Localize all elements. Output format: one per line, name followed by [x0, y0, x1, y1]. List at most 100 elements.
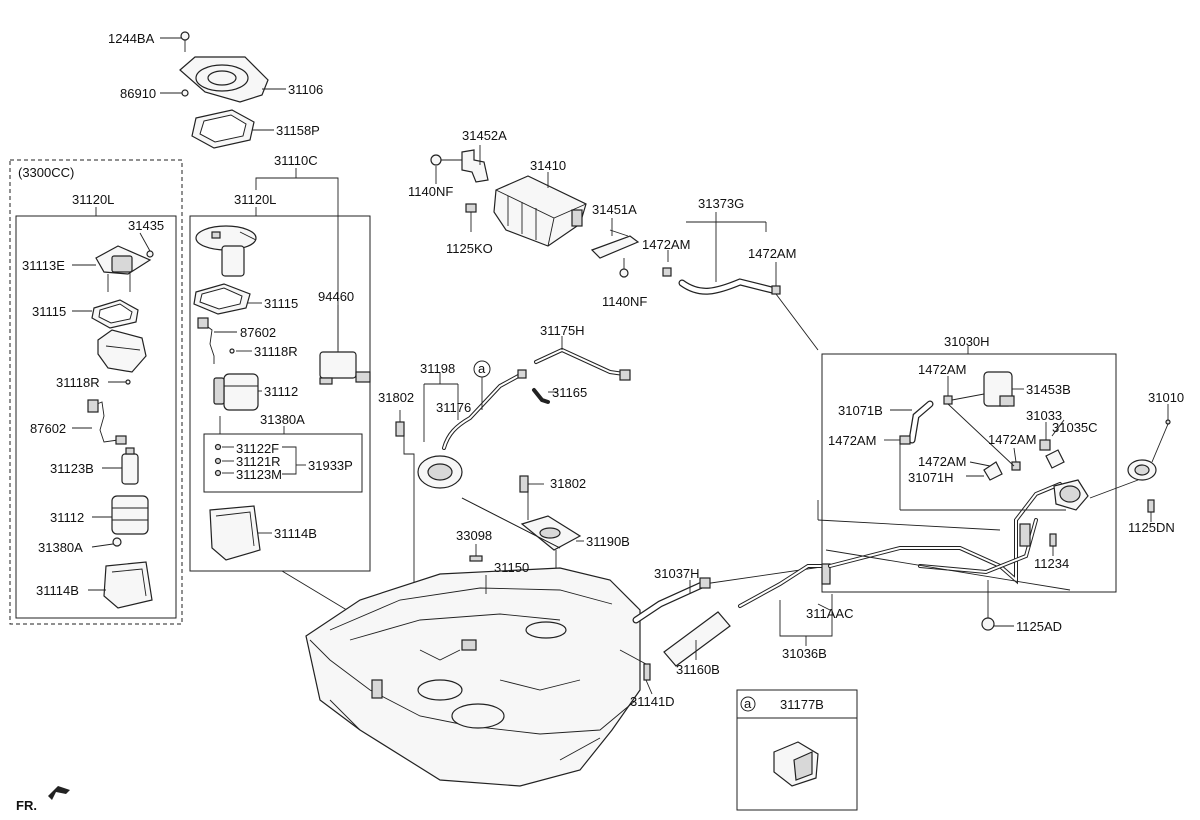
reservoir-top-left-illustration — [97, 329, 147, 385]
label-94460: 94460 — [318, 289, 354, 304]
label-1472am-d: 1472AM — [828, 433, 876, 448]
inset-a-frame — [736, 689, 858, 811]
o-ring-mid-illustration — [193, 283, 251, 315]
label-31435: 31435 — [128, 218, 164, 233]
canister-bracket-31451a-illustration — [590, 229, 640, 259]
label-31035c: 31035C — [1052, 420, 1098, 435]
label-31110c: 31110C — [274, 153, 318, 168]
screw-1125dn — [1147, 499, 1155, 513]
label-31198: 31198 — [420, 361, 455, 376]
label-86910: 86910 — [120, 86, 156, 101]
label-inset-a-letter: a — [744, 696, 752, 711]
label-31030h: 31030H — [944, 334, 990, 349]
screw-11234 — [1049, 533, 1057, 547]
label-1125dn: 1125DN — [1128, 520, 1175, 535]
label-31037h: 31037H — [654, 566, 700, 581]
label-31158p: 31158P — [276, 123, 320, 138]
label-1472am-c: 1472AM — [918, 362, 966, 377]
label-callout-a: a — [478, 361, 486, 376]
pump-left-illustration — [111, 495, 149, 547]
label-1125ko: 1125KO — [446, 241, 493, 256]
label-31176: 31176 — [436, 400, 471, 415]
filler-tube-31160b-illustration — [663, 611, 731, 667]
bolt-31802-b — [519, 475, 529, 493]
valve-31453b-illustration — [983, 371, 1015, 407]
label-31380a-mid: 31380A — [260, 412, 305, 427]
group-31030h-frame — [821, 353, 1117, 593]
hose-31141d — [643, 663, 651, 681]
label-1140nf-bottom: 1140NF — [602, 294, 647, 309]
fuel-tank-31150-illustration — [305, 567, 641, 787]
label-31177b: 31177B — [780, 697, 824, 712]
strainer-left-illustration — [103, 561, 153, 609]
part-labels: 1244BA 86910 31106 31158P 31110C (3300CC… — [16, 31, 1184, 813]
label-31114b-mid: 31114B — [274, 526, 317, 541]
label-11234: 11234 — [1034, 556, 1069, 571]
label-31190b: 31190B — [586, 534, 630, 549]
label-31033: 31033 — [1026, 408, 1062, 423]
label-31121r: 31121R — [236, 454, 281, 469]
label-31802-b: 31802 — [550, 476, 586, 491]
label-31114b-left: 31114B — [36, 583, 79, 598]
small-parts-31380a-illustration — [214, 443, 222, 477]
label-31112-left: 31112 — [50, 510, 84, 525]
fuel-cap-31010-illustration — [1127, 459, 1157, 481]
label-31451a: 31451A — [592, 202, 637, 217]
label-31115-mid: 31115 — [264, 296, 298, 311]
label-31112-mid: 31112 — [264, 384, 298, 399]
group-31120l-mid-frame — [189, 215, 371, 572]
label-31118r-left: 31118R — [56, 375, 100, 390]
wiring-mid-illustration — [197, 317, 235, 364]
o-ring-left-illustration — [91, 299, 139, 329]
label-1125ad: 1125AD — [1016, 619, 1062, 634]
clamp-1472am-b — [771, 285, 781, 295]
label-31120l-left: 31120L — [72, 192, 114, 207]
vent-tube-31175h — [534, 347, 626, 376]
label-31453b: 31453B — [1026, 382, 1071, 397]
label-1244ba: 1244BA — [108, 31, 155, 46]
clip-31177b-illustration — [773, 741, 819, 787]
label-31373g: 31373G — [698, 196, 744, 211]
label-1140nf-top: 1140NF — [408, 184, 453, 199]
label-31123b: 31123B — [50, 461, 94, 476]
label-87602-left: 87602 — [30, 421, 66, 436]
inset-a-marker — [740, 696, 756, 712]
label-87602-mid: 87602 — [240, 325, 276, 340]
label-31165: 31165 — [552, 385, 587, 400]
label-31120l-mid: 31120L — [234, 192, 276, 207]
group-31380a-frame — [203, 433, 363, 493]
clip-33098 — [469, 555, 483, 562]
sender-left-illustration — [121, 447, 139, 485]
label-31106: 31106 — [288, 82, 323, 97]
filter-flange-31176-illustration — [417, 455, 463, 489]
group-3300cc-frame — [9, 159, 183, 625]
filler-neck-illustration — [1019, 479, 1089, 547]
pump-mid-illustration — [213, 373, 259, 411]
label-31802-a: 31802 — [378, 390, 414, 405]
plate-31190b-illustration — [520, 515, 582, 551]
label-3300cc: (3300CC) — [18, 165, 74, 180]
pump-flange-left-illustration — [95, 245, 154, 292]
bolt-1125ko-illustration — [465, 203, 477, 232]
label-31123m: 31123M — [236, 467, 282, 482]
label-33098: 33098 — [456, 528, 492, 543]
label-31113e: 31113E — [22, 258, 65, 273]
label-31141d: 31141D — [630, 694, 675, 709]
pump-flange-mid-illustration — [195, 225, 257, 277]
label-31175h: 31175H — [540, 323, 585, 338]
front-arrow-icon — [48, 786, 70, 800]
bolt-1125ad — [981, 617, 995, 631]
label-31160b: 31160B — [676, 662, 720, 677]
label-31122f: 31122F — [236, 441, 279, 456]
label-31071b: 31071B — [838, 403, 883, 418]
label-31071h: 31071H — [908, 470, 954, 485]
label-31150: 31150 — [494, 560, 529, 575]
label-31933p: 31933P — [308, 458, 353, 473]
label-1472am-b: 1472AM — [748, 246, 796, 261]
label-311aac: 311AAC — [806, 606, 853, 621]
label-31118r-mid: 31118R — [254, 344, 298, 359]
label-31036b: 31036B — [782, 646, 827, 661]
label-31410: 31410 — [530, 158, 566, 173]
gasket-illustration — [191, 109, 255, 149]
